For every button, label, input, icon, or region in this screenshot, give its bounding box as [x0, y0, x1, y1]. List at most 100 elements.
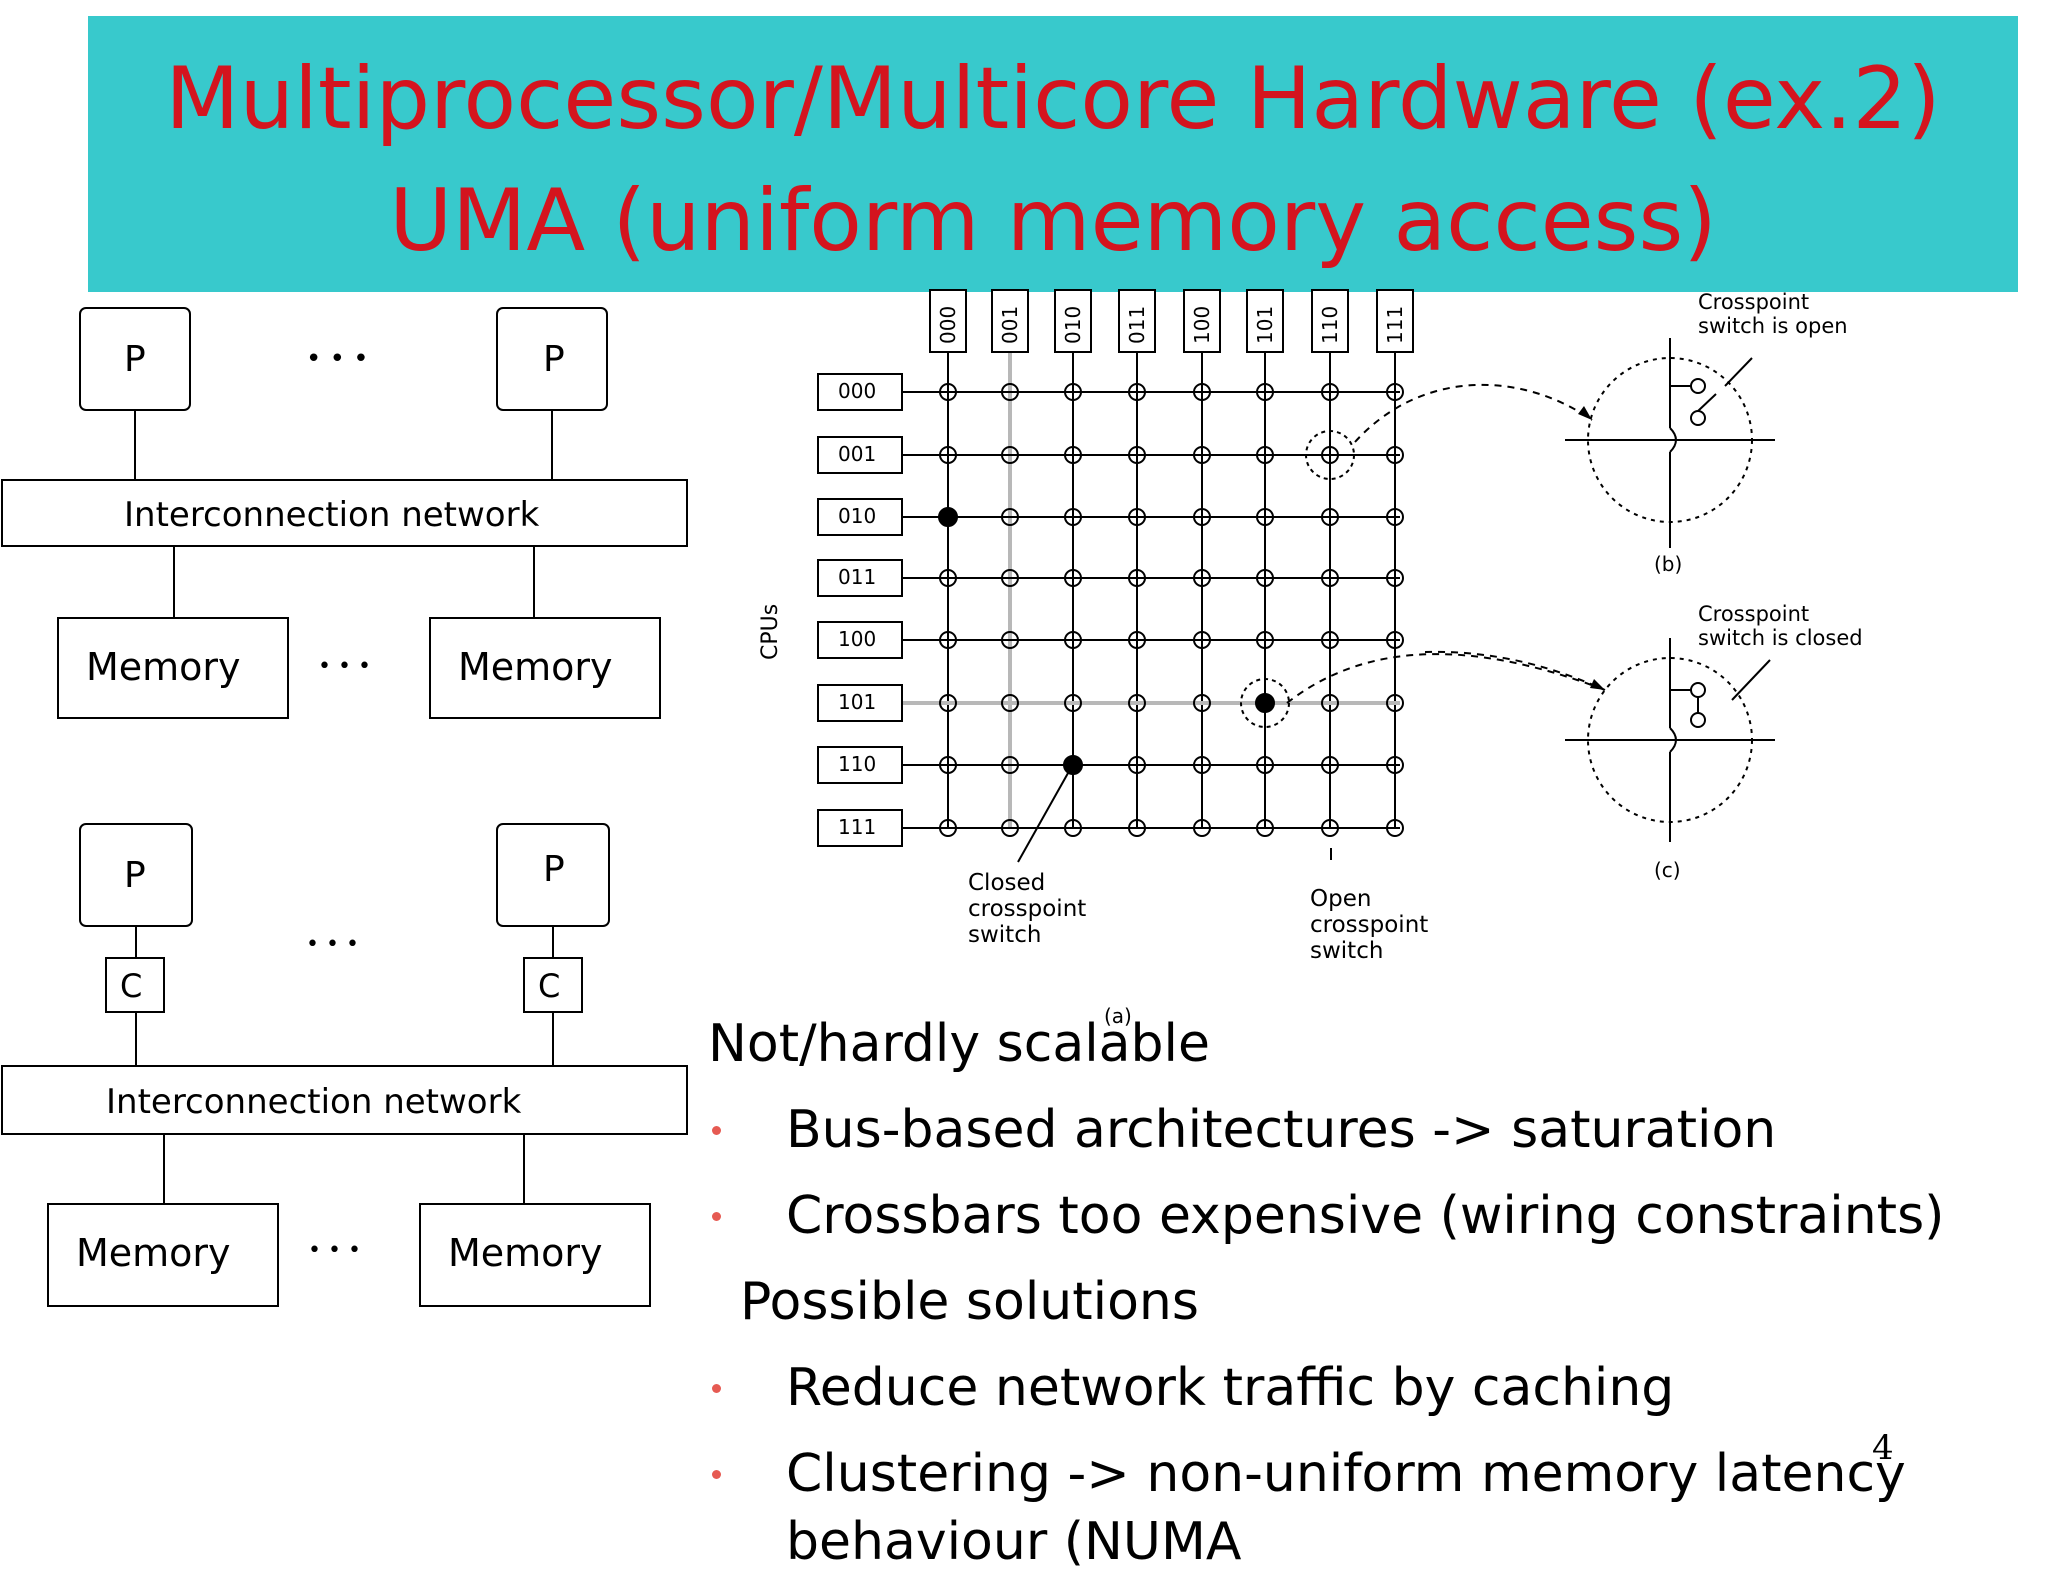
ellipsis: • • •	[306, 344, 369, 374]
cpus-axis-label: CPUs	[758, 603, 783, 660]
bullet-item: Bus-based architectures -> saturation	[786, 1100, 1777, 1160]
memory-column-box	[1183, 289, 1221, 353]
memory-box	[47, 1203, 279, 1307]
cpu-row-box	[817, 559, 903, 597]
memory-column-label: 110	[1318, 305, 1342, 344]
open-crosspoint	[939, 383, 957, 401]
memory-column-label: 101	[1253, 305, 1277, 344]
bullet-heading-solutions: Possible solutions	[740, 1272, 1199, 1332]
slide-title-line-1: Multiprocessor/Multicore Hardware (ex.2)	[165, 49, 1941, 149]
bullet-heading-scalability: Not/hardly scalable	[708, 1014, 1210, 1074]
open-crosspoint	[1193, 694, 1211, 712]
closed-crosspoint	[1255, 693, 1275, 713]
open-crosspoint	[1256, 446, 1274, 464]
memory-column-label: 001	[998, 305, 1022, 344]
cpu-row-box	[817, 746, 903, 784]
open-crosspoint	[1386, 631, 1404, 649]
open-crosspoint	[1256, 383, 1274, 401]
open-crosspoint	[939, 569, 957, 587]
open-crosspoint	[1064, 694, 1082, 712]
open-crosspoint	[1193, 508, 1211, 526]
open-crosspoint	[1193, 756, 1211, 774]
memory-label: Memory	[76, 1231, 231, 1275]
network-label: Interconnection network	[106, 1082, 522, 1122]
cache-label: C	[538, 967, 561, 1005]
open-crosspoint	[1064, 446, 1082, 464]
open-crosspoint	[1128, 631, 1146, 649]
open-crosspoint	[1386, 446, 1404, 464]
memory-column-box	[1246, 289, 1284, 353]
open-crosspoint	[1128, 508, 1146, 526]
open-crosspoint	[1256, 756, 1274, 774]
open-crosspoint	[1001, 446, 1019, 464]
memory-column-box	[1054, 289, 1092, 353]
bullet-item: Crossbars too expensive (wiring constrai…	[786, 1186, 1945, 1246]
open-crosspoint	[1193, 383, 1211, 401]
open-crosspoint	[1386, 694, 1404, 712]
bullet-icon	[712, 1212, 721, 1221]
subfigure-b-label: (b)	[1654, 552, 1683, 576]
open-crosspoint	[1001, 819, 1019, 837]
memory-column-box	[929, 289, 967, 353]
memory-box	[429, 617, 661, 719]
uma-bottom-diagram	[1, 823, 688, 1307]
memory-column-label: 000	[936, 305, 960, 344]
interconnection-network-box	[1, 479, 688, 547]
open-crosspoint	[1064, 631, 1082, 649]
open-crosspoint	[1001, 631, 1019, 649]
cpu-row-label: 111	[838, 815, 877, 839]
open-crosspoint	[1386, 508, 1404, 526]
open-crosspoint	[1064, 383, 1082, 401]
open-crosspoint	[1128, 694, 1146, 712]
bullet-icon	[712, 1470, 721, 1479]
open-crosspoint	[1064, 569, 1082, 587]
open-crosspoint	[1321, 631, 1339, 649]
open-crosspoint	[1193, 819, 1211, 837]
memory-box	[419, 1203, 651, 1307]
open-crosspoint	[1128, 756, 1146, 774]
open-crosspoint	[1193, 569, 1211, 587]
bullet-item: Reduce network traffic by caching	[786, 1358, 1675, 1418]
highlight-circle	[1305, 430, 1355, 480]
memory-column-label: 011	[1125, 305, 1149, 344]
open-crosspoint	[1193, 446, 1211, 464]
bullet-icon	[712, 1126, 721, 1135]
open-crosspoint	[1321, 446, 1339, 464]
open-crosspoint	[1321, 383, 1339, 401]
open-crosspoint	[939, 694, 957, 712]
open-crosspoint	[1256, 569, 1274, 587]
switch-detail-closed	[1565, 638, 1775, 842]
cpu-row-box	[817, 373, 903, 411]
cpu-row-box	[817, 621, 903, 659]
network-label: Interconnection network	[124, 495, 540, 535]
subfigure-a-label: (a)	[1104, 1004, 1132, 1028]
open-crosspoint	[1128, 446, 1146, 464]
memory-column-box	[991, 289, 1029, 353]
open-crosspoint	[1001, 569, 1019, 587]
open-crosspoint	[1386, 569, 1404, 587]
page-number: 4	[1872, 1428, 1894, 1468]
memory-column-label: 100	[1190, 305, 1214, 344]
ellipsis: • • •	[318, 654, 371, 679]
processor-label: P	[124, 339, 146, 380]
ellipsis: • • •	[308, 1238, 361, 1263]
memory-column-box	[1376, 289, 1414, 353]
open-crosspoint	[1001, 694, 1019, 712]
highlight-circle	[1240, 678, 1290, 728]
open-crosspoint	[1001, 383, 1019, 401]
subfigure-c-label: (c)	[1654, 858, 1681, 882]
open-crosspoint	[939, 819, 957, 837]
cpu-row-label: 011	[838, 565, 877, 589]
open-crosspoint	[1256, 819, 1274, 837]
uma-top-diagram	[1, 307, 688, 719]
cpu-row-box	[817, 436, 903, 474]
open-crosspoint	[1001, 756, 1019, 774]
open-crosspoint	[1321, 569, 1339, 587]
memory-label: Memory	[458, 645, 613, 689]
open-crosspoint	[939, 756, 957, 774]
open-crosspoint	[939, 631, 957, 649]
switch-detail-open	[1565, 338, 1775, 548]
